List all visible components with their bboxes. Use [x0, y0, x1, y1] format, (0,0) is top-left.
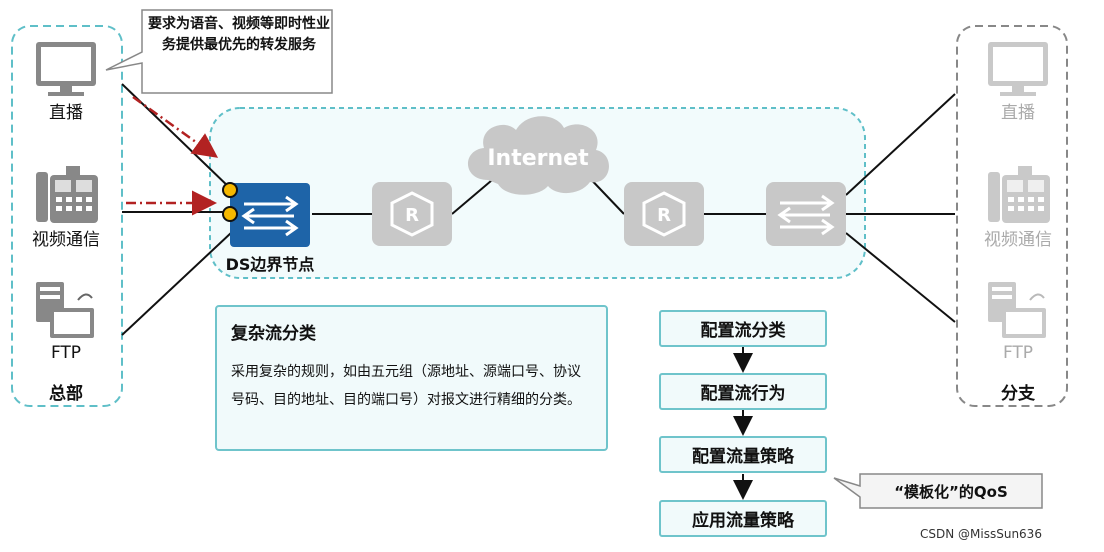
- monitor-icon: [36, 42, 96, 96]
- headquarters-frame: [11, 25, 123, 407]
- svg-text:R: R: [657, 205, 671, 226]
- watermark: CSDN @MissSun636: [920, 527, 1042, 541]
- qos-callout-box: [833, 473, 1043, 509]
- hq-group-label: 总部: [49, 383, 83, 404]
- callout-text: 要求为语音、视频等即时性业务提供最优先的转发服务: [148, 16, 330, 53]
- hq-video-label: 视频通信: [32, 230, 100, 250]
- branch-video-label: 视频通信: [984, 230, 1052, 250]
- internet-cloud-icon: Internet: [467, 116, 609, 195]
- router-icon: R: [372, 182, 452, 246]
- qos-note: “模板化”的QoS: [894, 482, 1008, 501]
- info-box-title: 复杂流分类: [231, 324, 316, 344]
- monitor-icon: [988, 42, 1048, 96]
- router-icon: R: [624, 182, 704, 246]
- switch-icon: [766, 182, 846, 246]
- svg-text:R: R: [405, 205, 419, 226]
- branch-live-label: 直播: [1001, 103, 1035, 123]
- video-phone-icon: [988, 166, 1050, 223]
- step-configure-policy: 配置流量策略: [659, 436, 827, 473]
- step-configure-classifier: 配置流分类: [659, 310, 827, 347]
- info-box-body: 采用复杂的规则，如由五元组（源地址、源端口号、协议号码、目的地址、目的端口号）对…: [231, 364, 581, 408]
- branch-ftp-label: FTP: [1003, 343, 1033, 363]
- branch-frame: [956, 25, 1068, 407]
- video-phone-icon: [36, 166, 98, 223]
- hq-live-label: 直播: [49, 103, 83, 123]
- internet-label: Internet: [487, 146, 589, 171]
- priority-arrow-diagonal: [132, 95, 219, 158]
- step-apply-policy: 应用流量策略: [659, 500, 827, 537]
- links: [121, 83, 956, 336]
- branch-group-label: 分支: [1001, 383, 1036, 404]
- callout-box: [105, 9, 333, 94]
- ds-node-label: DS边界节点: [226, 255, 315, 274]
- info-box: 复杂流分类 采用复杂的规则，如由五元组（源地址、源端口号、协议号码、目的地址、目…: [215, 305, 608, 451]
- step-configure-behavior: 配置流行为: [659, 373, 827, 410]
- ftp-server-icon: [988, 282, 1046, 338]
- hq-ftp-label: FTP: [51, 343, 81, 363]
- ftp-server-icon: [36, 282, 94, 338]
- ds-switch-icon: [222, 182, 310, 247]
